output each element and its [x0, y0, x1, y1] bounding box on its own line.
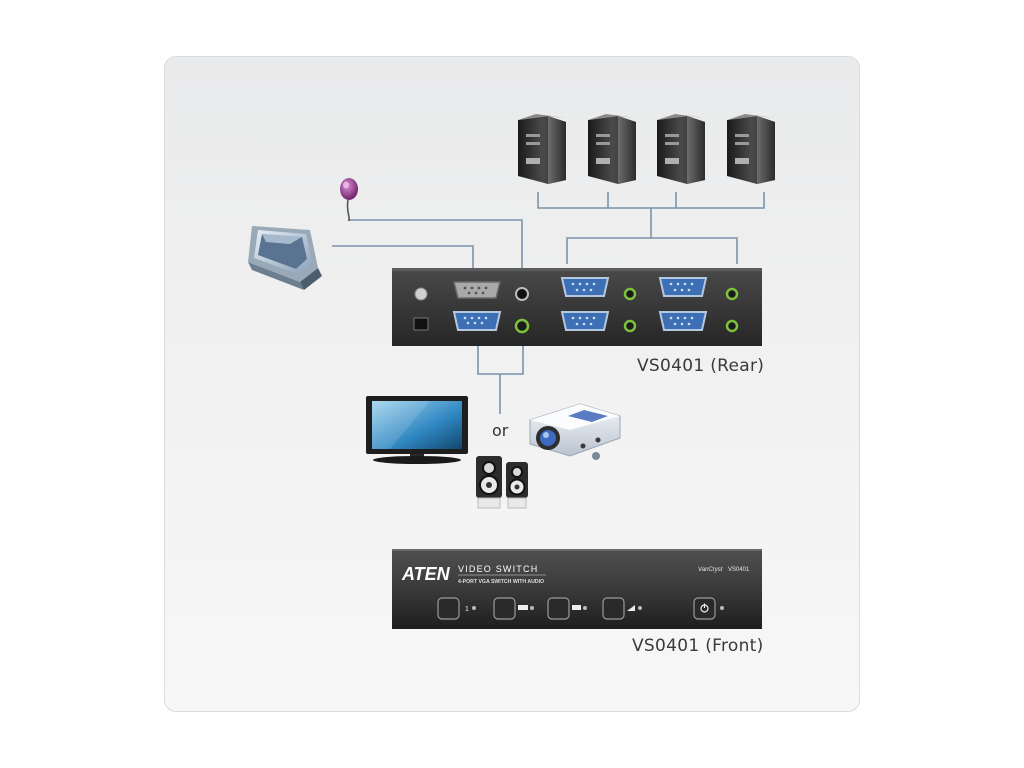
power-button[interactable] [693, 597, 724, 620]
front-vancryst-logo: VanCryst [698, 567, 723, 573]
pc-port-2 [658, 277, 739, 301]
lcd-tv-icon [366, 396, 468, 464]
dc-power-jack [413, 317, 429, 331]
rear-panel [392, 268, 762, 346]
front-title: VIDEO SWITCH [458, 564, 538, 574]
front-panel: ATEN VIDEO SWITCH 4-PORT VGA SWITCH WITH… [392, 549, 762, 629]
touchscreen-monitor-icon [248, 226, 322, 290]
pc-port-4 [658, 311, 739, 333]
front-model-label: VS0401 [728, 567, 750, 573]
port-4-icon [627, 605, 635, 611]
computers [518, 114, 775, 184]
computer-tower-icon [657, 114, 705, 184]
or-label: or [492, 421, 509, 440]
computer-tower-icon [588, 114, 636, 184]
computer-tower-icon [518, 114, 566, 184]
port-2-icon [518, 605, 528, 610]
front-brand-logo: ATEN [401, 564, 451, 584]
projector-icon [529, 403, 621, 460]
ir-receiver-icon [340, 178, 358, 222]
rs232-port [453, 281, 501, 299]
ir-input-jack [515, 287, 529, 301]
computer-tower-icon [727, 114, 775, 184]
port-1-icon: 1 [465, 606, 469, 613]
console-audio-output [514, 318, 530, 334]
speakers-icon [476, 456, 528, 509]
front-panel-caption: VS0401 (Front) [632, 636, 764, 656]
pc-port-3 [560, 311, 637, 333]
cable-lines [332, 192, 765, 414]
port-3-button[interactable] [547, 597, 587, 620]
console-vga-output [452, 311, 502, 331]
port-4-button[interactable] [602, 597, 642, 620]
port-1-button[interactable]: 1 [437, 597, 476, 620]
rear-panel-caption: VS0401 (Rear) [637, 356, 765, 376]
port-2-button[interactable] [493, 597, 534, 620]
port-3-icon [572, 605, 581, 610]
ground-screw-icon [414, 287, 428, 301]
pc-port-1 [560, 277, 637, 301]
front-subtitle: 4-PORT VGA SWITCH WITH AUDIO [458, 579, 544, 585]
